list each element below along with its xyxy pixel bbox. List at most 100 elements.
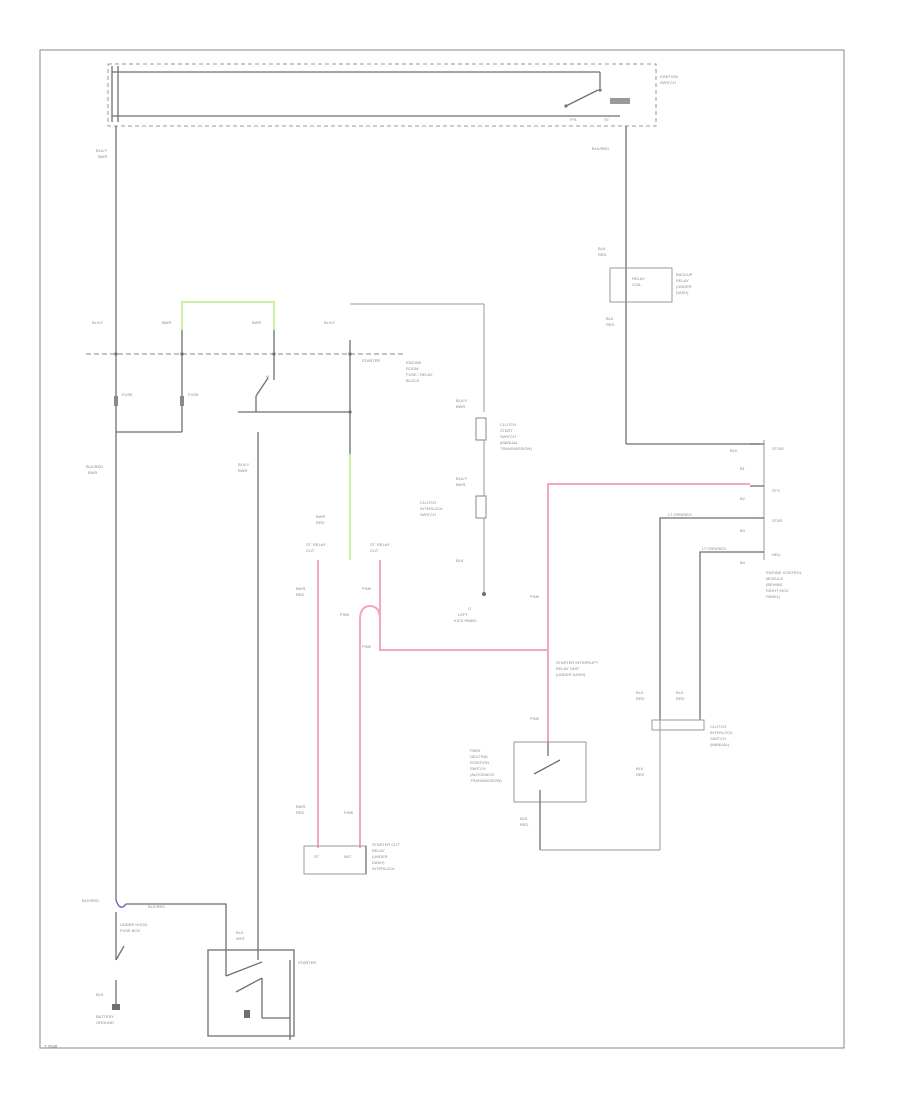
svg-text:STS: STS (772, 488, 780, 493)
svg-text:DASH): DASH) (372, 860, 385, 865)
svg-text:BWR: BWR (456, 404, 465, 409)
svg-text:BLK/Y: BLK/Y (456, 398, 468, 403)
svg-text:BWR: BWR (252, 320, 261, 325)
pink-wire-loop (359, 604, 381, 848)
svg-text:INTERLOCK: INTERLOCK (420, 506, 443, 511)
svg-text:GROUND: GROUND (96, 1020, 114, 1025)
svg-text:SWITCH: SWITCH (500, 434, 516, 439)
svg-text:BATTERY: BATTERY (96, 1014, 114, 1019)
svg-text:STSIG: STSIG (772, 446, 784, 451)
svg-text:NEU: NEU (772, 552, 781, 557)
svg-text:STARTER INTERRUPT: STARTER INTERRUPT (556, 660, 599, 665)
svg-text:BACKUP: BACKUP (676, 272, 693, 277)
svg-text:BWR: BWR (296, 804, 305, 809)
svg-text:BLK/RED: BLK/RED (86, 464, 103, 469)
ignition-switch-block: IGNITION SWITCH P/S ST (107, 63, 678, 127)
svg-text:(BEHIND: (BEHIND (766, 582, 783, 587)
svg-text:CUT: CUT (370, 548, 379, 553)
svg-text:PARK: PARK (470, 748, 481, 753)
svg-text:ST: ST (604, 117, 610, 122)
svg-text:CLUTCH: CLUTCH (710, 724, 726, 729)
fuse-box: BLK/Y BWR BWR BLK/Y FUSE FUSE M STARTER … (86, 303, 485, 480)
svg-text:START: START (500, 428, 513, 433)
svg-text:PINK: PINK (530, 594, 540, 599)
svg-text:POSITION: POSITION (470, 760, 489, 765)
svg-text:MODULE: MODULE (766, 576, 783, 581)
svg-text:RELAY UNIT: RELAY UNIT (556, 666, 580, 671)
svg-text:CUT: CUT (306, 548, 315, 553)
svg-text:WHT: WHT (236, 936, 246, 941)
svg-text:INTERLOCK: INTERLOCK (372, 866, 395, 871)
svg-text:SWITCH: SWITCH (470, 766, 486, 771)
svg-text:BLK: BLK (520, 816, 528, 821)
svg-text:SWITCH: SWITCH (710, 736, 726, 741)
svg-text:ENGINE: ENGINE (406, 360, 422, 365)
svg-text:RED: RED (598, 252, 607, 257)
svg-text:SWITCH: SWITCH (660, 80, 676, 85)
svg-text:NEUTRAL: NEUTRAL (470, 754, 489, 759)
svg-text:RED: RED (636, 772, 645, 777)
svg-text:RED: RED (676, 696, 685, 701)
svg-text:TRANSMISSION): TRANSMISSION) (470, 778, 502, 783)
svg-text:BLK/Y: BLK/Y (92, 320, 104, 325)
svg-text:B3: B3 (740, 528, 746, 533)
footer-code: 7 2048 (44, 1044, 58, 1049)
svg-text:CLUTCH: CLUTCH (500, 422, 516, 427)
svg-text:FUSE: FUSE (122, 392, 133, 397)
svg-text:BLK/Y: BLK/Y (324, 320, 336, 325)
svg-text:PINK: PINK (530, 716, 540, 721)
engine-control-module: BLK STSIG STS STAR NEU B1 B2 B3 B4 ENGIN… (730, 440, 803, 599)
svg-text:RED: RED (296, 592, 305, 597)
svg-text:BLK: BLK (96, 992, 104, 997)
svg-text:BLK/Y: BLK/Y (456, 476, 468, 481)
svg-text:RELAY: RELAY (632, 276, 645, 281)
svg-text:RIGHT KICK: RIGHT KICK (766, 588, 789, 593)
svg-text:LT GRN/RED: LT GRN/RED (702, 546, 726, 551)
starter-cut-relay: ST BAT BWR RED PINK STARTER CUT RELAY (U… (296, 804, 400, 875)
svg-text:TRANSMISSION): TRANSMISSION) (500, 446, 532, 451)
neutral-switch: PARK NEUTRAL POSITION SWITCH (AUTOMATIC … (470, 720, 661, 851)
svg-text:B2: B2 (740, 496, 746, 501)
svg-text:BLK: BLK (636, 690, 644, 695)
svg-text:(UNDER: (UNDER (676, 284, 692, 289)
svg-text:STARTER: STARTER (298, 960, 316, 965)
svg-text:P/S: P/S (570, 117, 577, 122)
svg-text:RELAY: RELAY (372, 848, 385, 853)
green-wire-top (181, 301, 275, 330)
starter-motor: BLK WHT STARTER (207, 930, 316, 1040)
pink-wire-main (547, 483, 750, 742)
svg-text:LT GRN/RED: LT GRN/RED (668, 512, 692, 517)
svg-text:RED: RED (636, 696, 645, 701)
svg-text:ST. RELAY: ST. RELAY (306, 542, 326, 547)
svg-text:BLK/Y: BLK/Y (96, 148, 108, 153)
svg-text:G: G (468, 606, 471, 611)
battery-area: BLK/RED BLK/RED UNDER HOOD FUSE BOX BLK … (82, 898, 227, 1025)
svg-text:(MANUAL: (MANUAL (500, 440, 519, 445)
svg-text:PINK: PINK (344, 810, 354, 815)
svg-text:(MANUAL): (MANUAL) (710, 742, 730, 747)
svg-text:FUSE / RELAY: FUSE / RELAY (406, 372, 433, 377)
svg-text:RELAY: RELAY (676, 278, 689, 283)
svg-text:M: M (266, 374, 269, 379)
svg-text:CLUTCH: CLUTCH (420, 500, 436, 505)
svg-text:BLK/RED: BLK/RED (148, 904, 165, 909)
svg-text:FUSE: FUSE (188, 392, 199, 397)
pink-wire-mid (379, 560, 548, 651)
svg-text:ST. RELAY: ST. RELAY (370, 542, 390, 547)
svg-text:BLK: BLK (636, 766, 644, 771)
svg-text:BLK: BLK (730, 448, 738, 453)
svg-text:INTERLOCK: INTERLOCK (710, 730, 733, 735)
svg-text:RED: RED (296, 810, 305, 815)
svg-text:BWR: BWR (98, 154, 107, 159)
svg-text:BLK: BLK (236, 930, 244, 935)
clutch-interlock-right: BLK RED BLK RED CLUTCH INTERLOCK SWITCH … (636, 690, 733, 777)
svg-text:COIL: COIL (632, 282, 642, 287)
svg-text:BLOCK: BLOCK (406, 378, 420, 383)
svg-text:STAR: STAR (772, 518, 782, 523)
svg-text:KICK PANEL: KICK PANEL (454, 618, 478, 623)
svg-text:BLK: BLK (606, 316, 614, 321)
svg-text:BWR: BWR (238, 468, 247, 473)
svg-text:PINK: PINK (362, 586, 372, 591)
svg-text:BLK/RED: BLK/RED (82, 898, 99, 903)
